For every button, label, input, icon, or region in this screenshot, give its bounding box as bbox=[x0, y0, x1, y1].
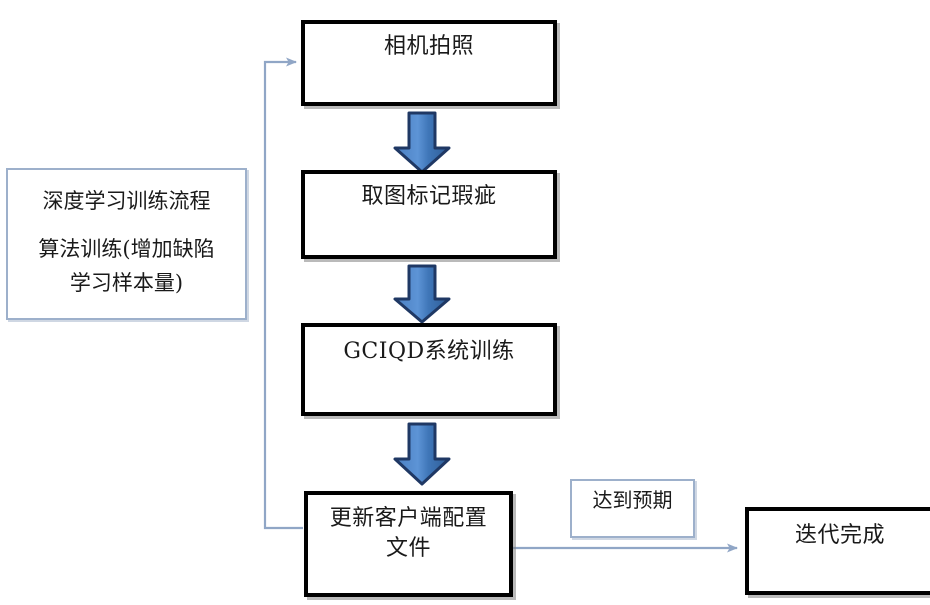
feedback-connector bbox=[263, 57, 303, 530]
node-update-client-config-label: 更新客户端配置 文件 bbox=[329, 506, 488, 561]
note-box-training-process: 深度学习训练流程 算法训练(增加缺陷 学习样本量) bbox=[6, 168, 247, 320]
node-camera-capture-label: 相机拍照 bbox=[383, 34, 474, 59]
node-mark-defects-label: 取图标记瑕疵 bbox=[361, 184, 497, 209]
node-gciqd-training[interactable]: GCIQD系统训练 bbox=[301, 323, 557, 416]
block-arrow-down-1 bbox=[393, 111, 451, 174]
node-mark-defects[interactable]: 取图标记瑕疵 bbox=[301, 170, 557, 259]
edge-label-meets-expectation-text: 达到预期 bbox=[592, 488, 673, 512]
node-iteration-complete[interactable]: 迭代完成 bbox=[745, 507, 930, 595]
node-camera-capture[interactable]: 相机拍照 bbox=[301, 20, 557, 106]
note-training-line1: 深度学习训练流程 bbox=[42, 189, 211, 213]
node-iteration-complete-label: 迭代完成 bbox=[794, 523, 885, 548]
block-arrow-down-2 bbox=[393, 264, 451, 324]
edge-label-meets-expectation: 达到预期 bbox=[570, 479, 695, 538]
block-arrow-down-3 bbox=[393, 422, 451, 486]
node-gciqd-training-label: GCIQD系统训练 bbox=[343, 339, 515, 364]
node-update-client-config[interactable]: 更新客户端配置 文件 bbox=[304, 491, 513, 597]
note-training-line2: 算法训练(增加缺陷 学习样本量) bbox=[38, 237, 215, 295]
